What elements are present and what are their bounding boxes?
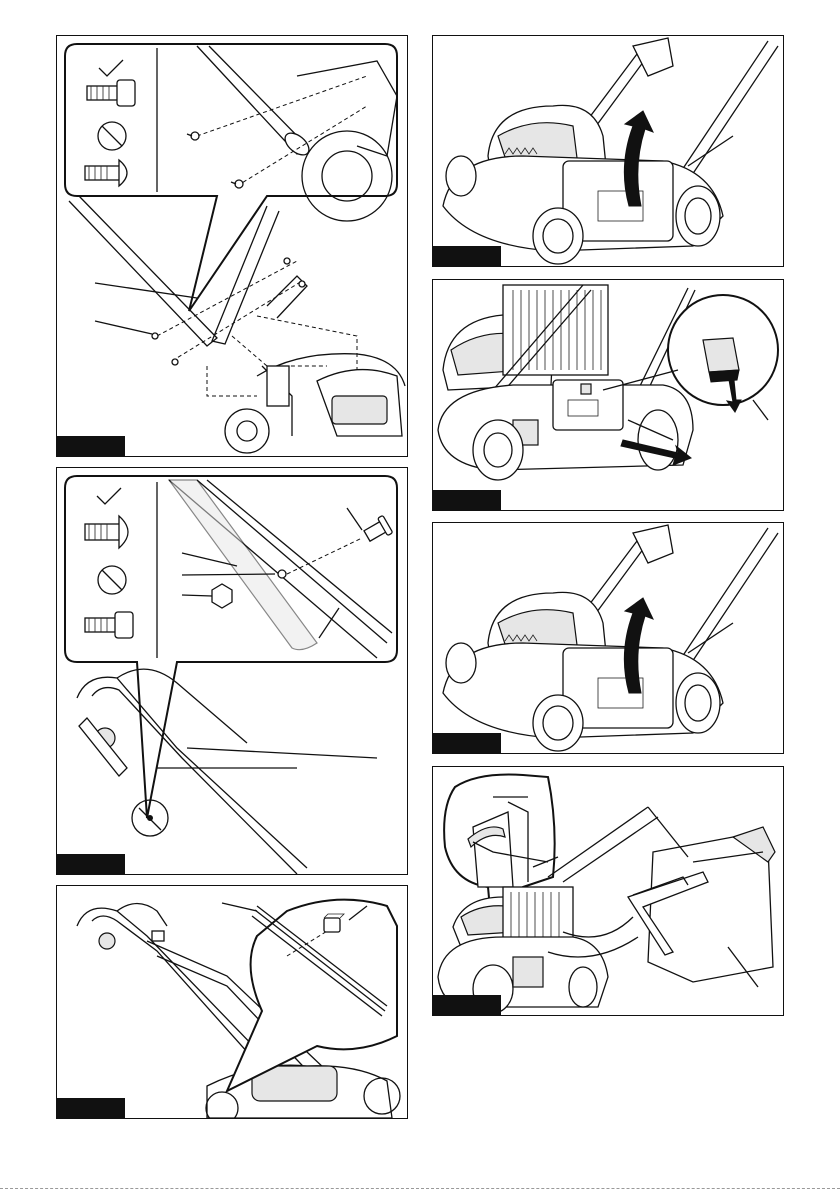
figure-number-tag (433, 490, 501, 510)
handle-mounting-drawing (57, 36, 407, 456)
figure-number-tag (433, 246, 501, 266)
page-bottom-rule (0, 1188, 840, 1189)
grass-basket (648, 837, 773, 982)
remove-plug-drawing (433, 280, 783, 510)
nut-detail (212, 584, 232, 608)
figure-remove-plug (432, 279, 784, 511)
figure-number-tag (57, 1098, 125, 1118)
figure-number-tag (57, 436, 125, 456)
figure-number-tag (433, 733, 501, 753)
figure-attach-grass-basket (432, 766, 784, 1016)
handle-bolt-drawing (57, 468, 407, 874)
figure-cable-clamp (56, 885, 408, 1119)
cable-clamp-drawing (57, 886, 407, 1118)
figure-lift-rear-flap-2 (432, 522, 784, 754)
detail-callout (227, 900, 397, 1091)
figure-lift-rear-flap-1 (432, 35, 784, 267)
figure-number-tag (433, 995, 501, 1015)
lift-flap-drawing (433, 36, 783, 266)
lift-flap-drawing-2 (433, 523, 783, 753)
figure-handle-bolt (56, 467, 408, 875)
figure-number-tag (57, 854, 125, 874)
grass-basket-drawing (433, 767, 783, 1015)
figure-handle-mounting (56, 35, 408, 457)
